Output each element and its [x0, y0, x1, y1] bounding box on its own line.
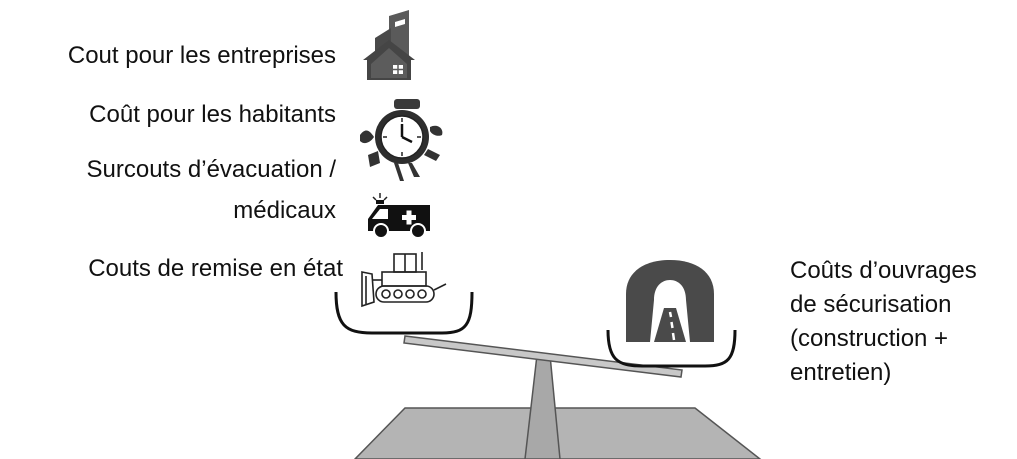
label-evacuation-costs-line2: médicaux [233, 197, 336, 224]
label-evacuation-costs-line1: Surcouts d’évacuation / [86, 156, 336, 183]
label-security-works-line2: de sécurisation [790, 291, 952, 318]
label-cost-residents: Coût pour les habitants [89, 101, 336, 128]
label-security-works-line4: entretien) [790, 359, 892, 386]
tunnel-icon [626, 260, 714, 342]
label-restoration-costs: Couts de remise en état [88, 255, 343, 282]
bulldozer-icon [361, 252, 447, 308]
buildings-icon [363, 10, 415, 80]
balance-beam [403, 335, 683, 378]
fulcrum-pillar [524, 354, 561, 459]
clock-icon [360, 99, 443, 181]
label-security-works-line3: (construction + [790, 325, 949, 352]
right-pan [606, 329, 737, 368]
left-pan [334, 291, 474, 335]
label-security-works-line1: Coûts d’ouvrages [790, 257, 977, 284]
ambulance-icon [368, 193, 430, 239]
label-cost-companies: Cout pour les entreprises [67, 42, 336, 69]
